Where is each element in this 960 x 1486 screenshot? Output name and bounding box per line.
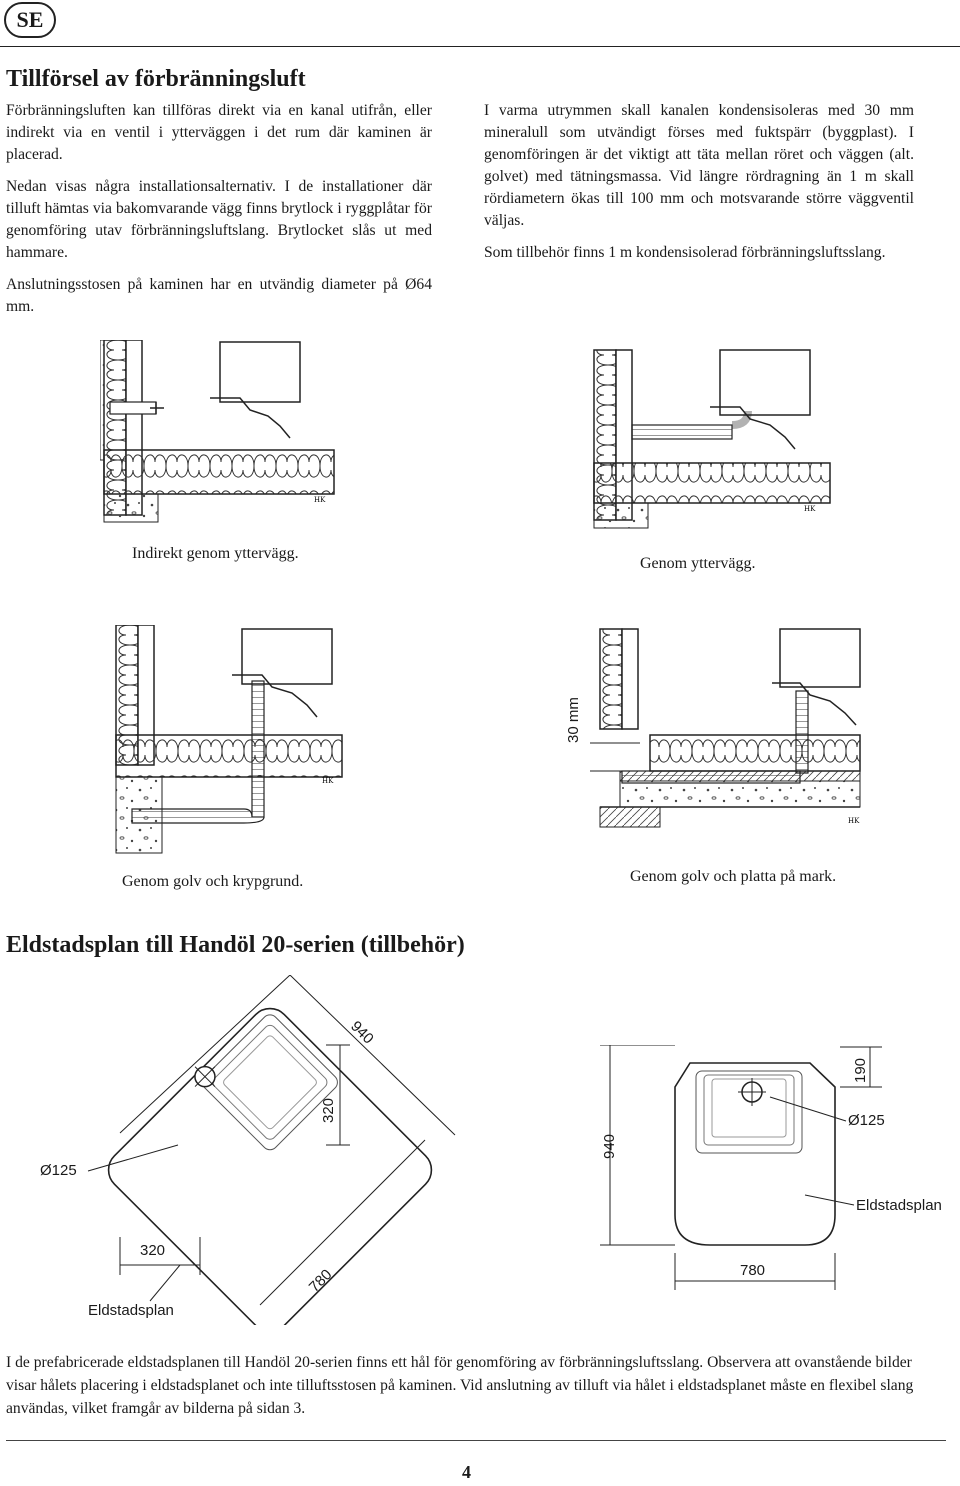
figure-indirect-wall: HK	[100, 340, 335, 523]
caption-through-wall: Genom yttervägg.	[640, 555, 756, 572]
hole-diameter-label: Ø125	[848, 1112, 885, 1129]
left-text-column: Förbränningsluften kan tillföras direkt …	[6, 100, 432, 328]
hearth-plate-description: I de prefabricerade eldstadsplanen till …	[6, 1354, 914, 1417]
dim-940: 940	[601, 1134, 618, 1159]
header-rule	[0, 46, 960, 47]
hearth-plate-front-plan: 940 190 Ø125 Eldstadsplan 780	[600, 1045, 942, 1290]
hearth-plate-corner-plan: 940 320 320 780 Ø125 Eldstadsplan	[40, 975, 456, 1325]
dim-320-horizontal: 320	[140, 1242, 165, 1259]
dim-940-diag: 940	[347, 1018, 377, 1048]
hole-diameter-label: Ø125	[40, 1162, 77, 1179]
page-number: 4	[462, 1462, 471, 1482]
dim-30mm: 30 mm	[565, 697, 582, 743]
dim-190: 190	[852, 1058, 869, 1083]
hk-label: HK	[314, 496, 326, 504]
paragraph: I varma utrymmen skall kanalen kondensis…	[484, 102, 914, 229]
caption-floor-crawlspace: Genom golv och krypgrund.	[122, 873, 304, 890]
hk-label: HK	[322, 777, 334, 785]
figure-through-wall: HK	[593, 349, 831, 529]
hk-label: HK	[804, 505, 816, 513]
figure-floor-slab: 30 mm HK	[565, 628, 861, 828]
caption-floor-slab: Genom golv och platta på mark.	[630, 868, 837, 885]
plate-label: Eldstadsplan	[88, 1302, 174, 1319]
paragraph: Anslutningsstosen på kaminen har en utvä…	[6, 276, 432, 315]
footer-rule	[6, 1440, 946, 1441]
section-title-hearth-plate: Eldstadsplan till Handöl 20-serien (till…	[6, 932, 465, 958]
dim-780: 780	[740, 1262, 765, 1279]
paragraph: Nedan visas några installationsalternati…	[6, 178, 432, 261]
hk-label: HK	[848, 817, 860, 825]
figure-floor-crawlspace: HK	[115, 625, 343, 854]
paragraph: Förbränningsluften kan tillföras direkt …	[6, 102, 432, 163]
section-title-combustion-air: Tillförsel av förbränningsluft	[6, 66, 306, 92]
right-text-column: I varma utrymmen skall kanalen kondensis…	[484, 100, 914, 274]
language-badge: SE	[4, 2, 56, 38]
plate-label: Eldstadsplan	[856, 1197, 942, 1214]
caption-indirect-wall: Indirekt genom yttervägg.	[132, 545, 299, 562]
dim-320-vertical: 320	[320, 1098, 337, 1123]
paragraph: Som tillbehör finns 1 m kondensisolerad …	[484, 244, 886, 261]
